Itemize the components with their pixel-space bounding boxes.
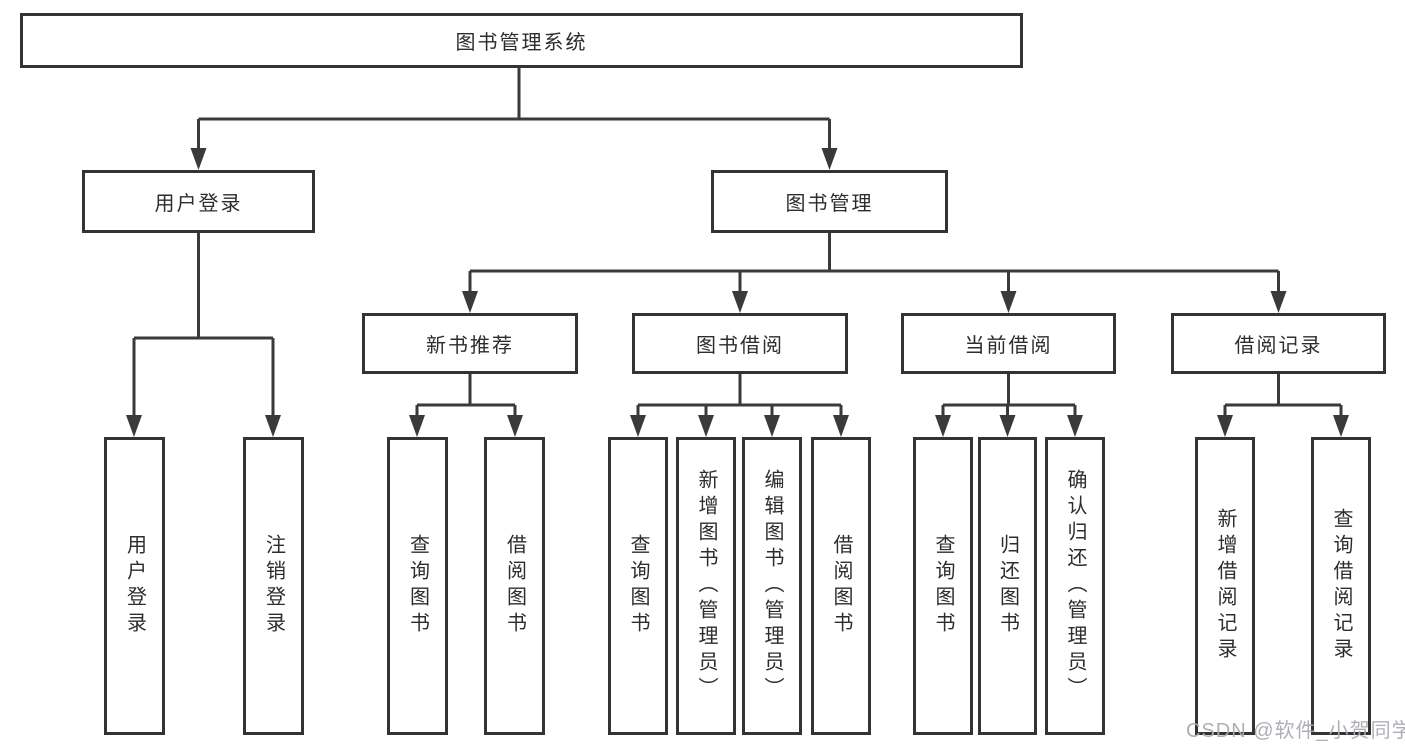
leaf-edit-book-admin: 编辑图书（管理员） bbox=[742, 437, 802, 735]
node-label: 图书管理系统 bbox=[455, 32, 588, 54]
node-book-management: 图书管理 bbox=[711, 170, 948, 233]
leaf-label: 查询图书 bbox=[932, 534, 954, 638]
node-user-login: 用户登录 bbox=[82, 170, 315, 233]
connector-userlogin-to-leaves bbox=[132, 233, 275, 419]
leaf-label: 借阅图书 bbox=[503, 534, 526, 638]
node-book-borrow: 图书借阅 bbox=[632, 313, 848, 374]
node-label: 图书管理 bbox=[785, 193, 874, 215]
leaf-borrow-books-recommend: 借阅图书 bbox=[484, 437, 545, 735]
connector-currentborrow-to-leaves bbox=[941, 374, 1077, 419]
leaf-label: 新增借阅记录 bbox=[1214, 508, 1236, 664]
leaf-query-borrow-record: 查询借阅记录 bbox=[1311, 437, 1371, 735]
node-library-management-system: 图书管理系统 bbox=[20, 13, 1023, 68]
leaf-user-login: 用户登录 bbox=[104, 437, 165, 735]
leaf-query-books-borrow: 查询图书 bbox=[608, 437, 668, 735]
connector-borrowrecords-to-leaves bbox=[1223, 374, 1343, 419]
node-label: 当前借阅 bbox=[964, 335, 1053, 357]
leaf-borrow-books: 借阅图书 bbox=[811, 437, 871, 735]
leaf-query-books-recommend: 查询图书 bbox=[387, 437, 448, 735]
leaf-label: 查询图书 bbox=[627, 534, 649, 638]
node-new-book-recommend: 新书推荐 bbox=[362, 313, 578, 374]
leaf-label: 归还图书 bbox=[996, 534, 1019, 638]
leaf-label: 注销登录 bbox=[262, 534, 285, 638]
node-current-borrow: 当前借阅 bbox=[901, 313, 1116, 374]
leaf-label: 借阅图书 bbox=[830, 534, 852, 638]
leaf-label: 查询借阅记录 bbox=[1330, 508, 1352, 664]
leaf-label: 查询图书 bbox=[406, 534, 429, 638]
leaf-add-borrow-record: 新增借阅记录 bbox=[1195, 437, 1255, 735]
connector-root-to-level2 bbox=[197, 68, 831, 152]
node-label: 新书推荐 bbox=[426, 335, 514, 357]
connector-newbook-to-leaves bbox=[415, 374, 517, 419]
leaf-label: 编辑图书（管理员） bbox=[761, 469, 783, 703]
connector-bookmgmt-to-level3 bbox=[468, 233, 1280, 295]
leaf-label: 用户登录 bbox=[123, 534, 146, 638]
leaf-query-books-current: 查询图书 bbox=[913, 437, 973, 735]
leaf-label: 确认归还（管理员） bbox=[1064, 469, 1086, 703]
node-label: 图书借阅 bbox=[696, 335, 784, 357]
connector-bookborrow-to-leaves bbox=[636, 374, 843, 419]
node-borrow-records: 借阅记录 bbox=[1171, 313, 1386, 374]
leaf-logout: 注销登录 bbox=[243, 437, 304, 735]
arrowheads bbox=[126, 148, 1349, 437]
node-label: 用户登录 bbox=[154, 193, 243, 215]
leaf-label: 新增图书（管理员） bbox=[695, 469, 717, 703]
csdn-watermark: CSDN @软件_小贺同学 bbox=[1186, 720, 1405, 742]
leaf-return-book: 归还图书 bbox=[978, 437, 1037, 735]
leaf-add-book-admin: 新增图书（管理员） bbox=[676, 437, 736, 735]
leaf-confirm-return-admin: 确认归还（管理员） bbox=[1045, 437, 1105, 735]
node-label: 借阅记录 bbox=[1234, 335, 1323, 357]
